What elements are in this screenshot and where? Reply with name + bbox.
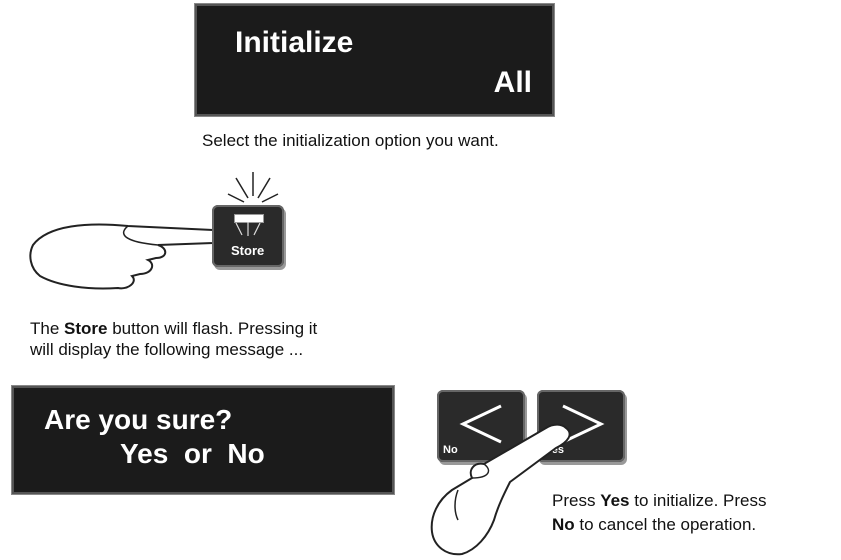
display-line-1: Initialize [235, 26, 354, 59]
right-chevron-icon [562, 404, 605, 444]
caption-store-bold: Store [64, 319, 108, 338]
caption-confirm-no: No [552, 515, 575, 534]
store-flash-lines-icon [235, 222, 261, 236]
store-button-label: Store [231, 243, 265, 258]
lcd-display-confirm: Are you sure? Yes or No [12, 386, 394, 494]
no-button-label: No [443, 444, 458, 456]
display-line-2: All [493, 66, 532, 99]
caption-confirm-mid: to initialize. Press [629, 491, 767, 510]
confirm-line-1: Are you sure? [44, 404, 233, 435]
caption-confirm-yes: Yes [600, 491, 630, 510]
store-button[interactable]: Store [212, 205, 284, 267]
store-led-icon [234, 214, 264, 223]
flash-rays-icon [227, 172, 279, 203]
pressing-hand-icon [430, 423, 571, 556]
lcd-display-initialize: Initialize All [195, 4, 554, 116]
left-chevron-icon [459, 404, 502, 444]
confirm-line-2: Yes or No [120, 438, 265, 469]
caption-store-post: button will flash. Pressing it [107, 319, 318, 338]
caption-store-pre: The [30, 319, 65, 338]
pointing-hand-icon [29, 223, 222, 290]
caption-confirm-post: to cancel the operation. [574, 515, 757, 534]
caption-confirm-pre: Press [552, 491, 601, 510]
caption-confirm: Press Yes to initialize. Press No to can… [552, 489, 767, 537]
caption-select-option: Select the initialization option you wan… [202, 131, 499, 150]
caption-store: The Store button will flash. Pressing it… [30, 318, 317, 360]
caption-store-line2: will display the following message ... [30, 340, 304, 359]
